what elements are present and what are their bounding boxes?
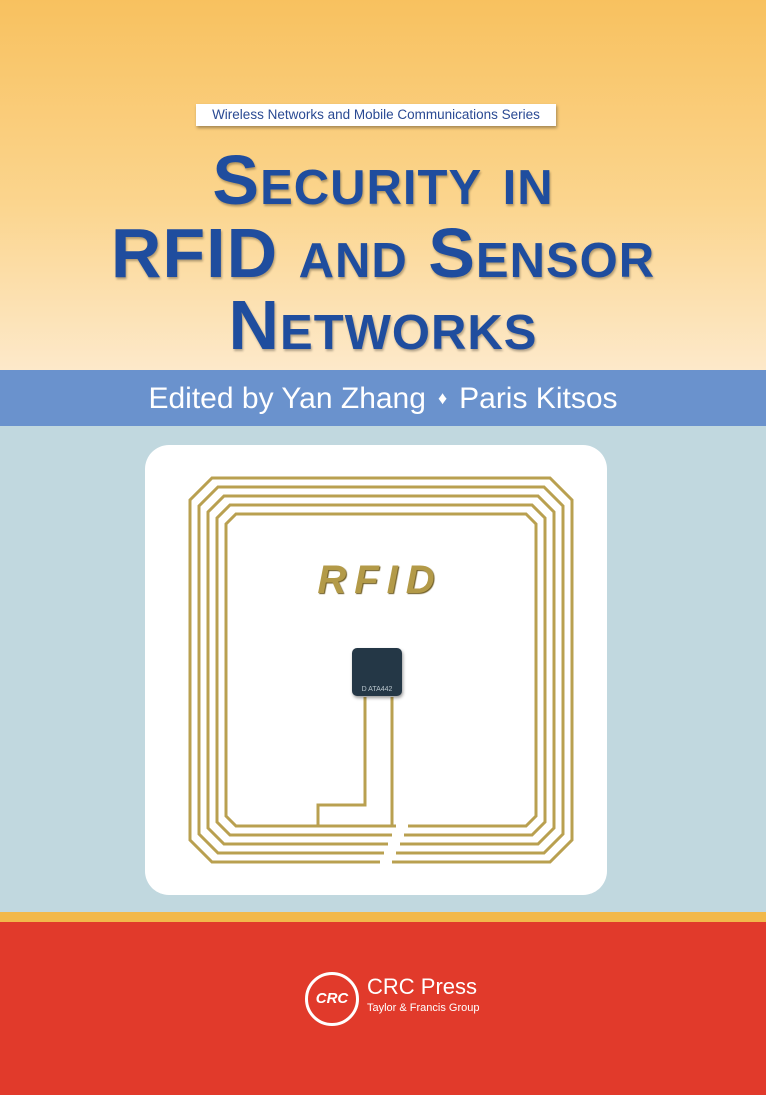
book-title-line-3: Networks bbox=[228, 286, 538, 364]
antenna-coil-turn bbox=[224, 512, 538, 828]
antenna-coil-turn bbox=[206, 494, 556, 846]
editors-band: Edited by Yan Zhang ♦ Paris Kitsos bbox=[0, 370, 766, 426]
orange-strip bbox=[0, 912, 766, 922]
rfid-logo-text: RFID bbox=[317, 558, 443, 602]
publisher-name: CRC Press bbox=[367, 974, 478, 999]
book-title-line-2: RFID and Sensor bbox=[110, 214, 656, 292]
editor-2: Paris Kitsos bbox=[459, 382, 618, 415]
rfid-chip-icon: D ATA442 bbox=[352, 648, 402, 696]
diamond-separator: ♦ bbox=[437, 388, 448, 408]
antenna-coil-turn bbox=[197, 485, 565, 855]
publisher-logo: CRC CRC Press Taylor & Francis Group bbox=[305, 972, 505, 1032]
crc-logo-icon: CRC bbox=[305, 972, 359, 1026]
chip-label: D ATA442 bbox=[361, 686, 393, 693]
edited-by-label: Edited by bbox=[148, 382, 274, 415]
antenna-coil-turn bbox=[215, 503, 547, 837]
chip-lead bbox=[316, 697, 367, 826]
top-gradient-area bbox=[0, 0, 766, 370]
editor-1: Yan Zhang bbox=[281, 382, 426, 415]
antenna-coil-turn bbox=[188, 476, 574, 864]
bottom-red-area bbox=[0, 922, 766, 1095]
book-title-line-1: Security in bbox=[212, 141, 554, 219]
series-label: Wireless Networks and Mobile Communicati… bbox=[196, 104, 556, 126]
publisher-group: Taylor & Francis Group bbox=[367, 1002, 480, 1014]
